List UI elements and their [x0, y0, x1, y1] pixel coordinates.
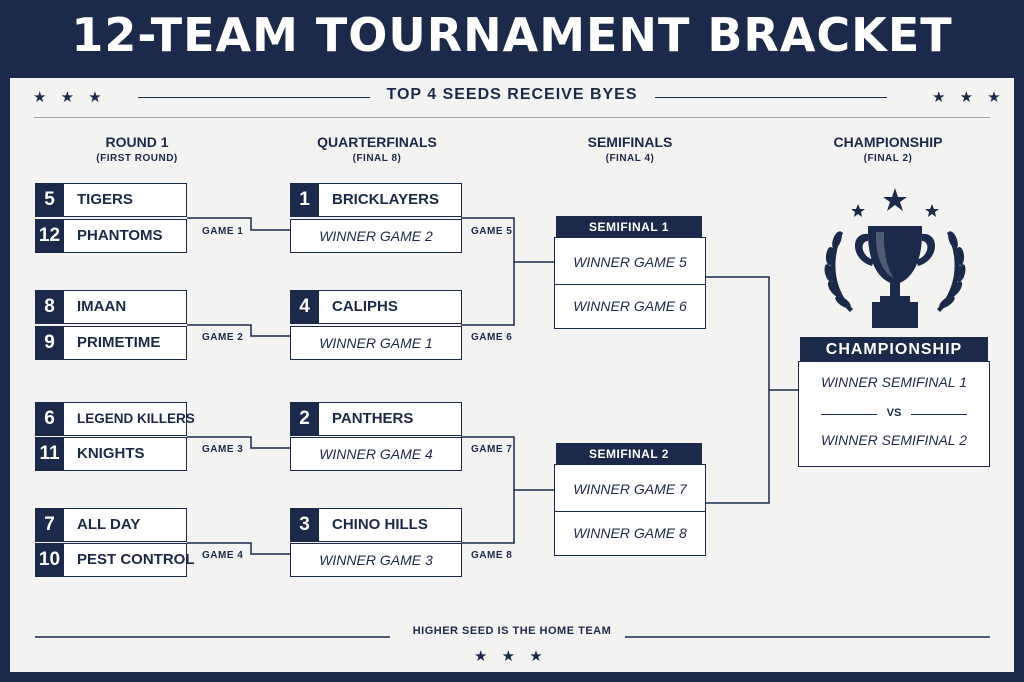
- game8-label: GAME 8: [471, 550, 513, 561]
- semifinal1-box[interactable]: WINNER GAME 5 WINNER GAME 6: [554, 237, 706, 329]
- divider: [555, 284, 705, 285]
- seed-badge: 6: [35, 402, 64, 436]
- header-rule-right: [655, 97, 887, 98]
- vs-rule-right: [911, 414, 967, 415]
- footer-note: HIGHER SEED IS THE HOME TEAM: [412, 625, 612, 637]
- seed-badge: 4: [290, 290, 319, 324]
- semifinal2-top: WINNER GAME 7: [573, 481, 687, 497]
- round1-title: ROUND 1: [105, 134, 169, 150]
- championship-top: WINNER SEMIFINAL 1: [821, 374, 967, 390]
- r1-game3-bottom-slot[interactable]: 11 KNIGHTS: [35, 437, 187, 471]
- page-title: 12-TEAM TOURNAMENT BRACKET: [71, 8, 953, 62]
- team-name: PRIMETIME: [77, 334, 161, 351]
- championship-header: CHAMPIONSHIP: [800, 337, 988, 363]
- header-stars-left: ★ ★ ★: [33, 89, 107, 106]
- semifinal1-bottom: WINNER GAME 6: [573, 298, 687, 314]
- r1-game3-top-slot[interactable]: 6 LEGEND KILLERS: [35, 402, 195, 436]
- vs-rule-left: [821, 414, 877, 415]
- seed-badge: 11: [35, 437, 64, 471]
- seed-badge: 2: [290, 402, 319, 436]
- subtitle: TOP 4 SEEDS RECEIVE BYES: [386, 86, 638, 103]
- winner-placeholder: WINNER GAME 4: [319, 446, 433, 462]
- championship-subtitle: (FINAL 2): [863, 153, 913, 164]
- game3-label: GAME 3: [202, 444, 244, 455]
- vs-label: VS: [886, 407, 902, 419]
- semifinals-subtitle: (FINAL 4): [605, 153, 655, 164]
- seed-badge: 10: [35, 543, 64, 577]
- quarterfinals-subtitle: (FINAL 8): [352, 153, 402, 164]
- team-name: PEST CONTROL: [77, 551, 195, 568]
- winner-placeholder: WINNER GAME 2: [319, 228, 433, 244]
- semifinal2-bottom: WINNER GAME 8: [573, 525, 687, 541]
- qf-game7-bottom-slot[interactable]: WINNER GAME 4: [290, 437, 462, 471]
- r1-game4-top-slot[interactable]: 7 ALL DAY: [35, 508, 187, 542]
- winner-placeholder: WINNER GAME 3: [319, 552, 433, 568]
- team-name: TIGERS: [77, 191, 133, 208]
- qf-game5-bottom-slot[interactable]: WINNER GAME 2: [290, 219, 462, 253]
- divider: [555, 511, 705, 512]
- championship-bottom: WINNER SEMIFINAL 2: [821, 432, 967, 448]
- team-name: CALIPHS: [332, 298, 398, 315]
- qf-game5-top-slot[interactable]: 1 BRICKLAYERS: [290, 183, 462, 217]
- qf-game7-top-slot[interactable]: 2 PANTHERS: [290, 402, 462, 436]
- seed-badge: 12: [35, 219, 64, 253]
- trophy-icon: [824, 188, 966, 328]
- header-rule-left: [138, 97, 370, 98]
- team-name: PHANTOMS: [77, 227, 163, 244]
- semifinal1-header: SEMIFINAL 1: [556, 216, 702, 238]
- r1-game1-top-slot[interactable]: 5 TIGERS: [35, 183, 187, 217]
- team-name: KNIGHTS: [77, 445, 145, 462]
- game7-label: GAME 7: [471, 444, 513, 455]
- qf-game8-bottom-slot[interactable]: WINNER GAME 3: [290, 543, 462, 577]
- seed-badge: 7: [35, 508, 64, 542]
- quarterfinals-title: QUARTERFINALS: [317, 134, 437, 150]
- seed-badge: 8: [35, 290, 64, 324]
- footer-stars: ★ ★ ★: [474, 648, 548, 665]
- semifinal1-top: WINNER GAME 5: [573, 254, 687, 270]
- game6-label: GAME 6: [471, 332, 513, 343]
- game1-label: GAME 1: [202, 226, 244, 237]
- seed-badge: 5: [35, 183, 64, 217]
- seed-badge: 1: [290, 183, 319, 217]
- team-name: CHINO HILLS: [332, 516, 428, 533]
- r1-game4-bottom-slot[interactable]: 10 PEST CONTROL: [35, 543, 195, 577]
- game4-label: GAME 4: [202, 550, 244, 561]
- team-name: ALL DAY: [77, 516, 141, 533]
- team-name: LEGEND KILLERS: [77, 411, 195, 426]
- team-name: PANTHERS: [332, 410, 414, 427]
- championship-title: CHAMPIONSHIP: [833, 134, 943, 150]
- game2-label: GAME 2: [202, 332, 244, 343]
- semifinals-title: SEMIFINALS: [587, 134, 673, 150]
- seed-badge: 3: [290, 508, 319, 542]
- team-name: IMAAN: [77, 298, 127, 315]
- r1-game2-top-slot[interactable]: 8 IMAAN: [35, 290, 187, 324]
- semifinal2-box[interactable]: WINNER GAME 7 WINNER GAME 8: [554, 464, 706, 556]
- r1-game2-bottom-slot[interactable]: 9 PRIMETIME: [35, 326, 187, 360]
- semifinal2-header: SEMIFINAL 2: [556, 443, 702, 465]
- seed-badge: 9: [35, 326, 64, 360]
- r1-game1-bottom-slot[interactable]: 12 PHANTOMS: [35, 219, 187, 253]
- qf-game6-top-slot[interactable]: 4 CALIPHS: [290, 290, 462, 324]
- round1-subtitle: (FIRST ROUND): [96, 153, 178, 164]
- championship-box[interactable]: WINNER SEMIFINAL 1 VS WINNER SEMIFINAL 2: [798, 361, 990, 467]
- game5-label: GAME 5: [471, 226, 513, 237]
- team-name: BRICKLAYERS: [332, 191, 439, 208]
- header-divider: [34, 117, 990, 118]
- qf-game8-top-slot[interactable]: 3 CHINO HILLS: [290, 508, 462, 542]
- header-stars-right: ★ ★ ★: [932, 89, 1006, 106]
- qf-game6-bottom-slot[interactable]: WINNER GAME 1: [290, 326, 462, 360]
- winner-placeholder: WINNER GAME 1: [319, 335, 433, 351]
